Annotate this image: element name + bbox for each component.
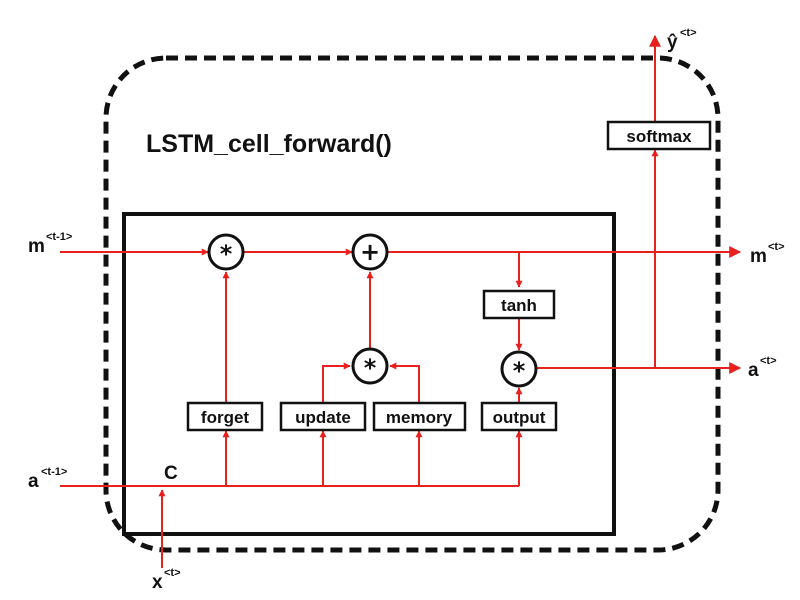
forget-multiply-node: *: [207, 233, 245, 271]
m-prev-label: m <t-1>: [28, 231, 72, 257]
update-gate: update: [279, 401, 367, 432]
svg-text:<t>: <t>: [680, 27, 697, 39]
softmax-label: softmax: [626, 127, 692, 146]
forget-gate-label: forget: [201, 408, 250, 427]
a-next-label: a <t>: [748, 355, 777, 381]
tanh-box: tanh: [482, 289, 556, 320]
concat-label: C: [164, 463, 178, 484]
softmax-box: softmax: [606, 120, 712, 151]
add-symbol: +: [360, 238, 380, 266]
output-gate: output: [480, 401, 558, 432]
memory-gate: memory: [372, 401, 467, 432]
svg-text:<t>: <t>: [760, 355, 777, 367]
m-next-label: m <t>: [750, 241, 785, 267]
multiply-symbol: *: [364, 354, 377, 382]
add-node: +: [351, 233, 389, 271]
a-prev-label: a <t-1>: [28, 466, 67, 492]
output-multiply-node: *: [500, 350, 538, 388]
svg-text:<t-1>: <t-1>: [41, 466, 67, 478]
memory-gate-label: memory: [386, 408, 453, 427]
svg-text:a: a: [28, 471, 39, 492]
svg-text:m: m: [28, 236, 45, 257]
inner-gates-box: [122, 212, 616, 536]
output-gate-label: output: [493, 408, 546, 427]
update-gate-label: update: [295, 408, 351, 427]
tanh-label: tanh: [501, 296, 537, 315]
svg-text:ŷ: ŷ: [667, 32, 678, 53]
y-hat-label: ŷ <t>: [667, 27, 697, 53]
svg-text:<t>: <t>: [768, 241, 785, 253]
forget-gate: forget: [186, 401, 264, 432]
wire-memory-to-mult: [389, 362, 420, 402]
outer-cell-boundary: [103, 55, 721, 553]
svg-text:m: m: [750, 246, 767, 267]
wire-update-to-mult: [322, 362, 351, 402]
multiply-symbol: *: [220, 240, 233, 268]
svg-text:<t>: <t>: [164, 567, 181, 579]
x-label: x <t>: [152, 567, 181, 593]
diagram-title: LSTM_cell_forward(): [146, 130, 392, 158]
update-memory-multiply-node: *: [351, 347, 389, 385]
svg-text:<t-1>: <t-1>: [46, 231, 72, 243]
svg-text:x: x: [152, 572, 163, 593]
multiply-symbol: *: [513, 357, 526, 385]
svg-text:a: a: [748, 360, 759, 381]
